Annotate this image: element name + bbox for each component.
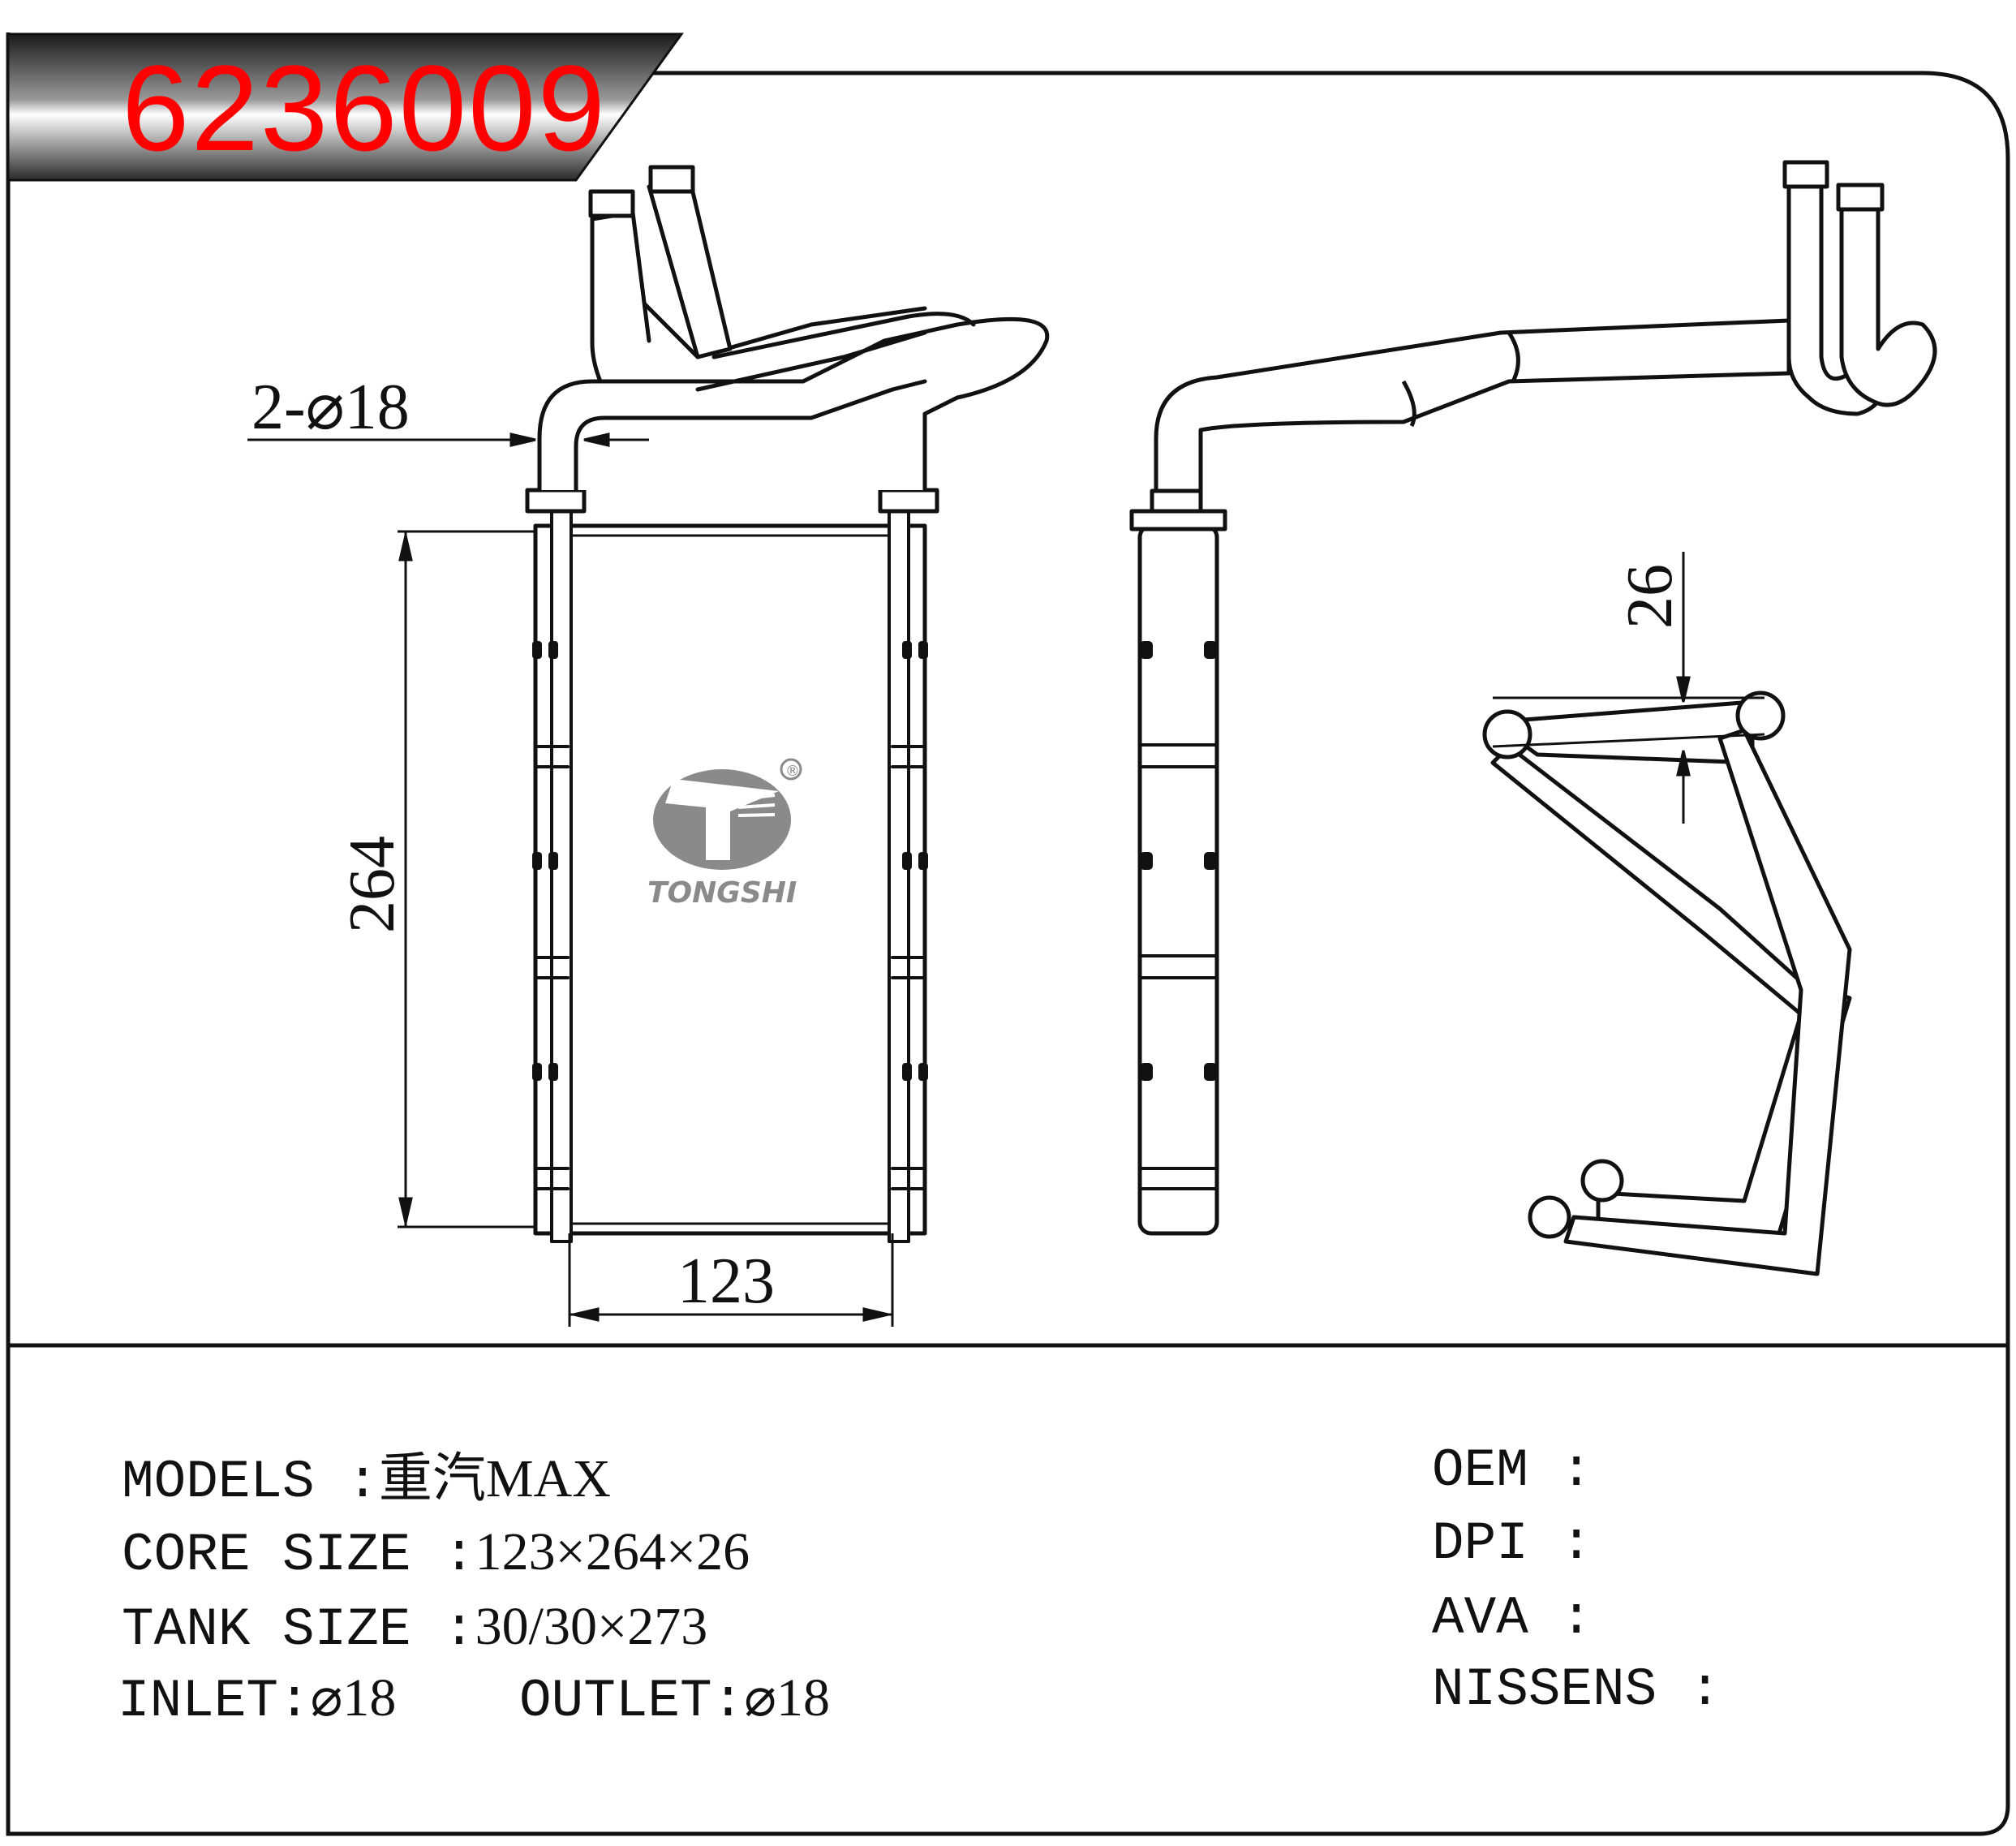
width-text: 123 [677, 1246, 775, 1317]
top-view [1482, 691, 1852, 1276]
models-value: 重汽MAX [378, 1449, 611, 1508]
models-line: MODELS :重汽MAX [122, 1452, 611, 1509]
inlet-value: ⌀18 [310, 1668, 397, 1728]
core-front [565, 523, 895, 1236]
inlet-callout-text: 2-⌀18 [251, 372, 410, 443]
depth-text: 26 [1614, 564, 1686, 629]
tongshi-logo [653, 758, 802, 870]
nissens-line: NISSENS : [1432, 1659, 1722, 1720]
core-size-value: 123×264×26 [475, 1522, 750, 1581]
tank-size-label: TANK SIZE : [122, 1599, 475, 1660]
dpi-line: DPI : [1432, 1513, 1593, 1574]
part-number: 6236009 [122, 40, 607, 176]
tank-size-value: 30/30×273 [475, 1597, 708, 1656]
height-text: 264 [337, 836, 408, 933]
title-banner [6, 32, 684, 182]
side-view [1129, 160, 1937, 1236]
outlet-label: OUTLET: [519, 1671, 745, 1732]
outer-frame [6, 32, 2010, 1836]
outlet-line: OUTLET:⌀18 [519, 1672, 830, 1728]
inlet-label: INLET: [118, 1671, 311, 1732]
inlet-line: INLET:⌀18 [118, 1672, 396, 1728]
registered-mark: ® [785, 763, 800, 780]
logo-text: TONGSHI [647, 876, 797, 910]
ava-line: AVA : [1432, 1588, 1593, 1649]
inlet-pipe-front [537, 316, 1050, 493]
tank-size-line: TANK SIZE :30/30×273 [122, 1600, 707, 1657]
outlet-value: ⌀18 [744, 1668, 830, 1728]
core-size-label: CORE SIZE : [122, 1525, 475, 1586]
depth-dimension [1676, 552, 1691, 824]
oem-line: OEM : [1432, 1440, 1593, 1501]
inlet-dimension-callout [247, 432, 649, 447]
height-dimension [398, 530, 535, 1229]
front-view [525, 165, 1050, 1243]
width-dimension [568, 1233, 894, 1327]
core-size-line: CORE SIZE :123×264×26 [122, 1525, 750, 1582]
models-label: MODELS : [122, 1452, 379, 1513]
